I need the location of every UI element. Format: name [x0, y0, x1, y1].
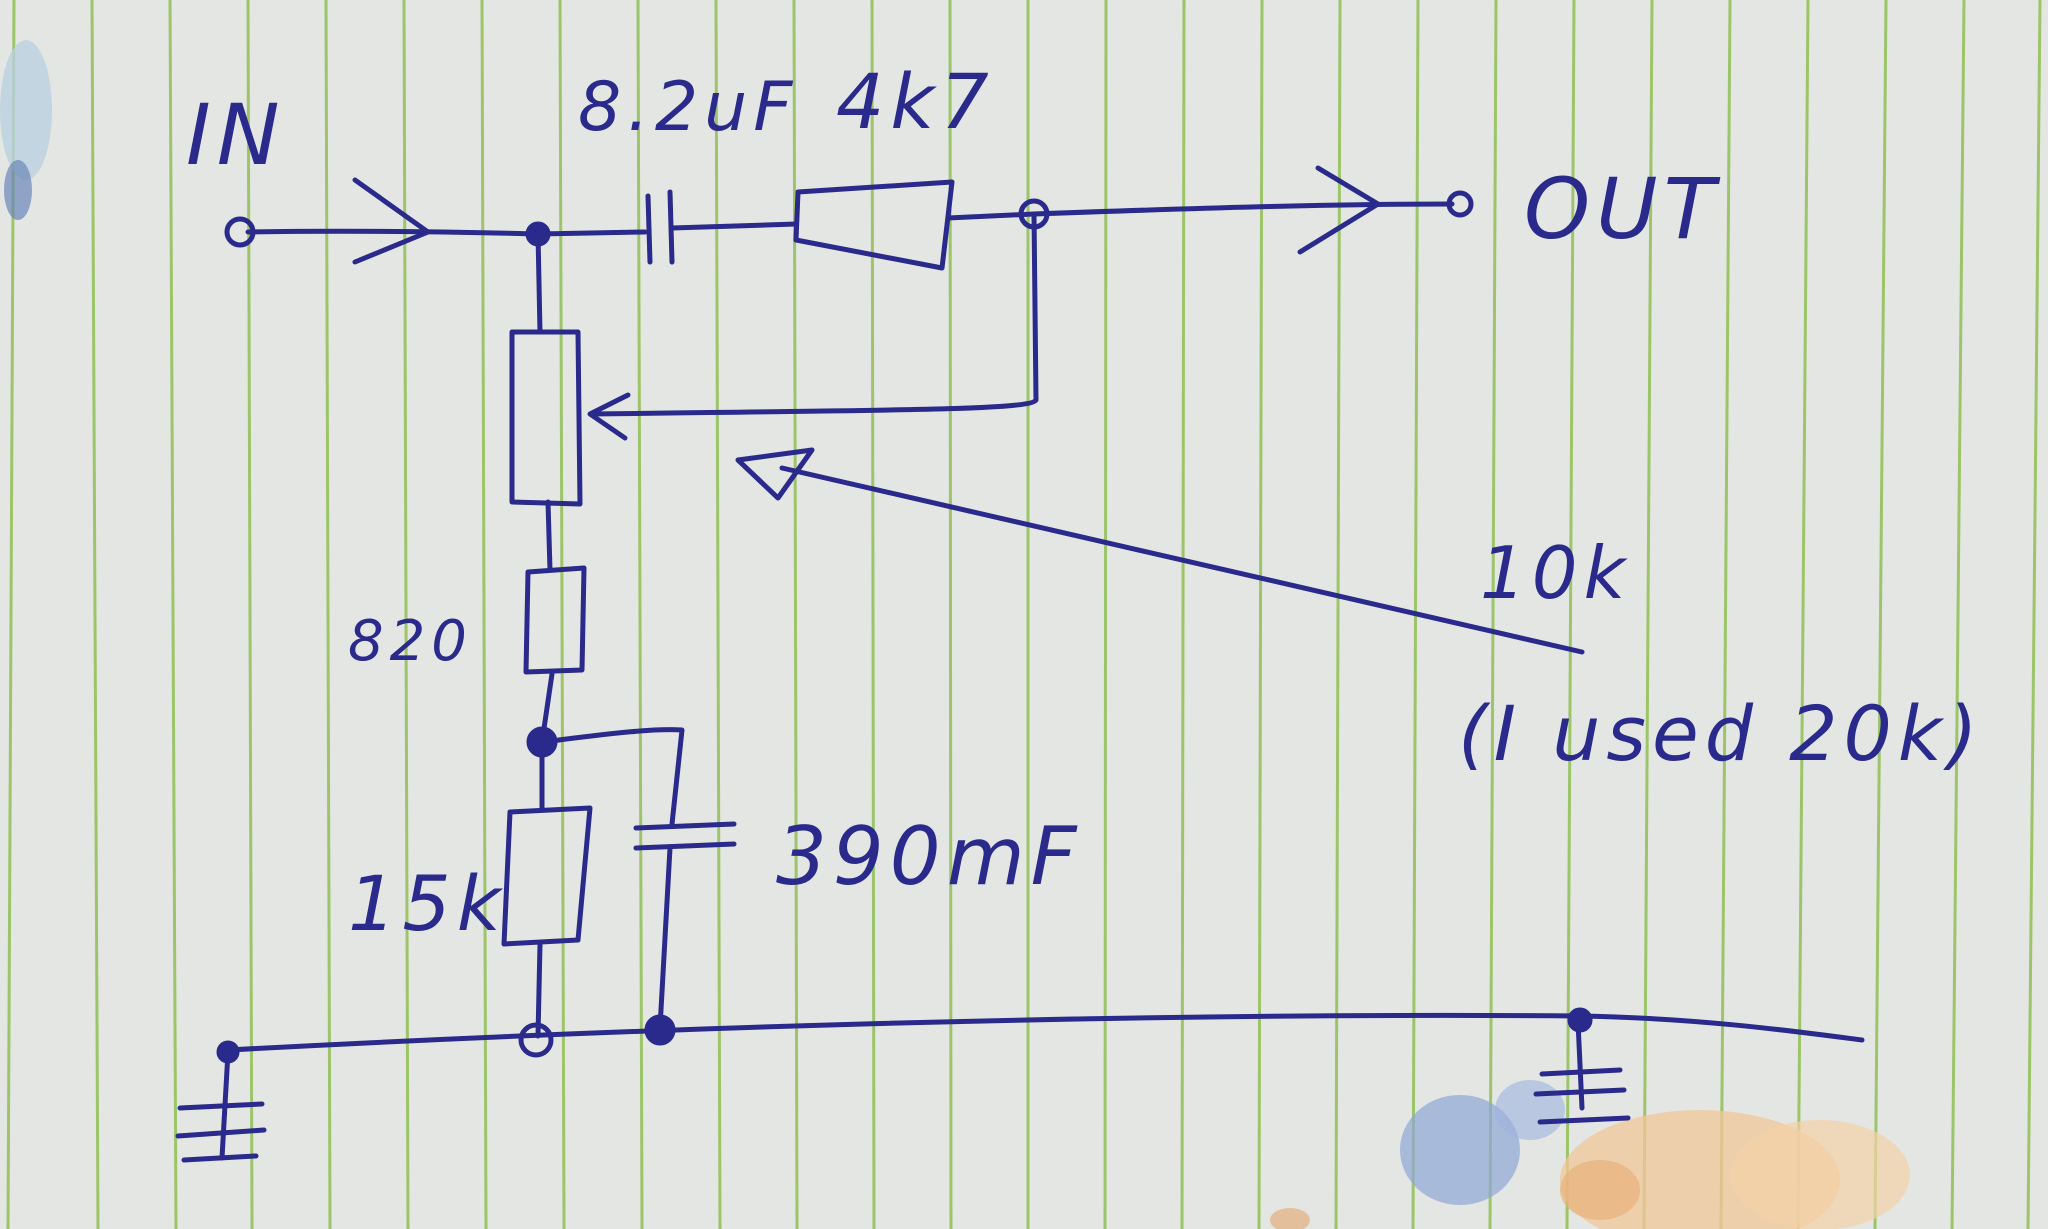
- resistor-15k-label: 15k: [348, 859, 507, 948]
- output-wire: [1031, 201, 1455, 217]
- junction-node-input: [525, 221, 551, 247]
- junction-node-ground-left: [518, 1022, 554, 1058]
- resistor-820-label: 820: [348, 609, 473, 674]
- coupling-capacitor-symbol: [645, 189, 675, 265]
- butterfly-decoration: [0, 40, 52, 220]
- junction-node-ground-cap: [644, 1014, 676, 1046]
- output-arrow: [1297, 165, 1381, 255]
- junction-node-ground-far-left: [216, 1040, 240, 1064]
- input-label: IN: [186, 86, 286, 184]
- wire-node-to-potentiometer: [535, 231, 543, 335]
- potentiometer-wiper-arrow: [587, 392, 631, 441]
- potentiometer-symbol: [509, 329, 583, 507]
- potentiometer-label: 10k: [1480, 531, 1631, 615]
- bypass-capacitor-symbol: [633, 821, 737, 851]
- wiper-feedback-wire: [589, 211, 1039, 417]
- series-resistor-label: 4k7: [836, 57, 995, 146]
- resistor-820-symbol: [523, 565, 587, 675]
- output-label: OUT: [1524, 160, 1721, 258]
- flower-decoration: [1270, 1080, 1910, 1229]
- input-terminal: [224, 216, 256, 248]
- wire-pot-to-820: [545, 499, 553, 573]
- input-arrow: [352, 177, 431, 265]
- series-resistor-symbol: [793, 179, 955, 271]
- junction-node-middle: [526, 726, 558, 758]
- potentiometer-annotation-arrow: [735, 447, 815, 501]
- wire-15k-to-ground: [535, 941, 543, 1039]
- ground-symbol-left: [175, 1101, 267, 1163]
- output-terminal: [1446, 190, 1474, 218]
- wire-node-to-bypass-capacitor: [539, 727, 685, 827]
- potentiometer-note: (I used 20k): [1458, 689, 1984, 778]
- wire-bypass-capacitor-to-ground: [657, 845, 673, 1031]
- input-wire: [245, 228, 541, 237]
- ground-symbol-right: [1533, 1067, 1631, 1125]
- resistor-15k-symbol: [501, 805, 593, 947]
- bypass-capacitor-label: 390mF: [776, 810, 1083, 903]
- wire-cap-to-resistor: [669, 221, 799, 231]
- wire-to-coupling-capacitor: [535, 229, 648, 237]
- potentiometer-annotation-leader: [779, 465, 1585, 655]
- coupling-capacitor-label: 8.2uF: [578, 68, 798, 147]
- junction-node-output: [1018, 198, 1050, 230]
- ground-rail: [225, 1012, 1865, 1053]
- junction-node-ground-right: [1567, 1007, 1593, 1033]
